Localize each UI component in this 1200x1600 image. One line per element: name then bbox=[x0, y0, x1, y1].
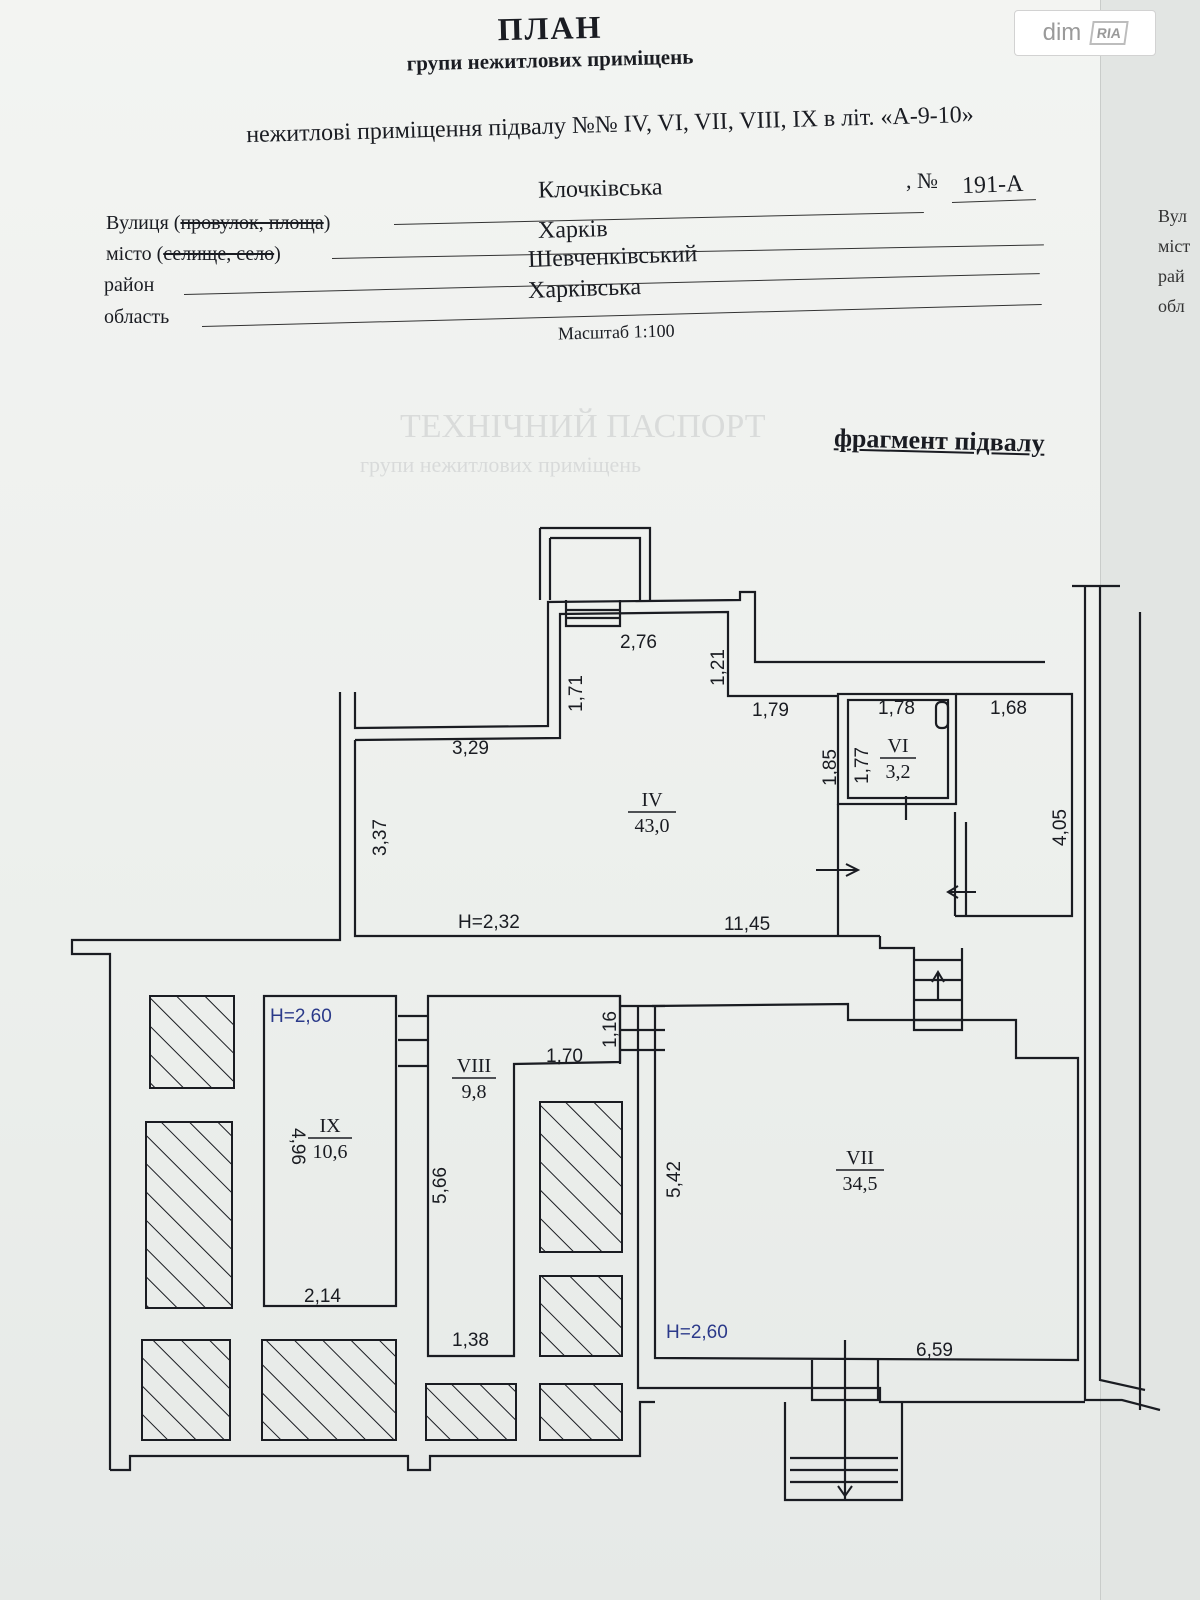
door-arrow-icon bbox=[946, 885, 976, 899]
region-label: область bbox=[104, 306, 170, 328]
dimension-label: 1,78 bbox=[878, 698, 915, 719]
dimension-label: 1,71 bbox=[566, 675, 587, 712]
dimension-label: 1,38 bbox=[452, 1330, 489, 1351]
dimension-label: 4,96 bbox=[287, 1128, 308, 1165]
room-number: VI bbox=[887, 735, 908, 757]
room-area: 10,6 bbox=[313, 1141, 348, 1163]
ceiling-heights: H=2,32 H=2,60 H=2,60 bbox=[270, 912, 728, 1343]
room-area: 43,0 bbox=[635, 815, 670, 837]
hatched-column bbox=[149, 995, 235, 1089]
dimension-label: 4,05 bbox=[1050, 809, 1071, 846]
dimension-label: 2,14 bbox=[304, 1286, 341, 1307]
dimension-label: 5,42 bbox=[664, 1161, 685, 1198]
door-arrows bbox=[816, 863, 976, 1498]
ghost-text: ТЕХНІЧНИЙ ПАСПОРТ bbox=[400, 408, 766, 445]
dimension-label: 2,76 bbox=[620, 632, 657, 653]
hatched-column bbox=[539, 1101, 623, 1253]
dimension-label: 1,16 bbox=[600, 1011, 621, 1048]
hatched-column bbox=[539, 1383, 623, 1441]
room-area: 34,5 bbox=[843, 1173, 878, 1195]
dimension-label: 1,68 bbox=[990, 698, 1027, 719]
district-label: район bbox=[104, 274, 155, 296]
dimension-label: 1,85 bbox=[820, 749, 841, 786]
ghost-text: групи нежитлових приміщень bbox=[360, 452, 642, 477]
dimension-label: 11,45 bbox=[724, 914, 770, 935]
hatched-column bbox=[145, 1121, 233, 1309]
hatched-column bbox=[539, 1275, 623, 1357]
room-number: IV bbox=[641, 789, 663, 811]
room-number: VIII bbox=[457, 1055, 491, 1077]
dimension-labels: 2,76 1,21 1,71 3,29 1,79 1,78 1,68 1,85 … bbox=[287, 632, 1071, 1361]
room-area: 3,2 bbox=[886, 761, 911, 783]
street-label: Вулиця (провулок, площа) bbox=[106, 212, 331, 234]
right-page-text: Вул bbox=[1158, 206, 1187, 226]
dimension-label: 6,59 bbox=[916, 1340, 953, 1361]
walls bbox=[70, 526, 1161, 1502]
adjacent-page bbox=[1100, 0, 1200, 1600]
height-label: H=2,60 bbox=[270, 1006, 332, 1027]
dimension-label: 1,21 bbox=[708, 649, 729, 686]
dimria-watermark-logo: dim RIA bbox=[1014, 10, 1156, 56]
dimension-label: 1,77 bbox=[852, 747, 873, 784]
stair-arrow-icon bbox=[931, 970, 945, 1000]
dimension-label: 3,37 bbox=[370, 819, 391, 856]
height-label: H=2,32 bbox=[458, 912, 520, 933]
height-label: H=2,60 bbox=[666, 1322, 728, 1343]
room-area: 9,8 bbox=[462, 1081, 487, 1103]
room-labels: IV 43,0 VI 3,2 VII 34,5 VIII 9,8 IX 10,6 bbox=[308, 735, 916, 1195]
dimension-label: 1,79 bbox=[752, 700, 789, 721]
city-label: місто (селище, село) bbox=[106, 243, 281, 265]
door-arrow-icon bbox=[816, 863, 861, 877]
number-label: , № bbox=[906, 168, 938, 193]
dimension-label: 3,29 bbox=[452, 738, 489, 759]
room-number: VII bbox=[846, 1147, 874, 1169]
hatched-column bbox=[141, 1339, 231, 1441]
hatched-columns bbox=[141, 995, 623, 1441]
dimension-label: 1,70 bbox=[546, 1046, 583, 1067]
right-page-text: обл bbox=[1158, 296, 1185, 316]
right-page-text: рай bbox=[1158, 266, 1185, 286]
room-number: IX bbox=[319, 1115, 341, 1137]
hatched-column bbox=[425, 1383, 517, 1441]
right-page-text: міст bbox=[1158, 236, 1191, 256]
stair-arrow-icon bbox=[837, 1480, 853, 1498]
hatched-column bbox=[261, 1339, 397, 1441]
logo-text: dim bbox=[1042, 19, 1082, 46]
dimension-label: 5,66 bbox=[430, 1167, 451, 1204]
